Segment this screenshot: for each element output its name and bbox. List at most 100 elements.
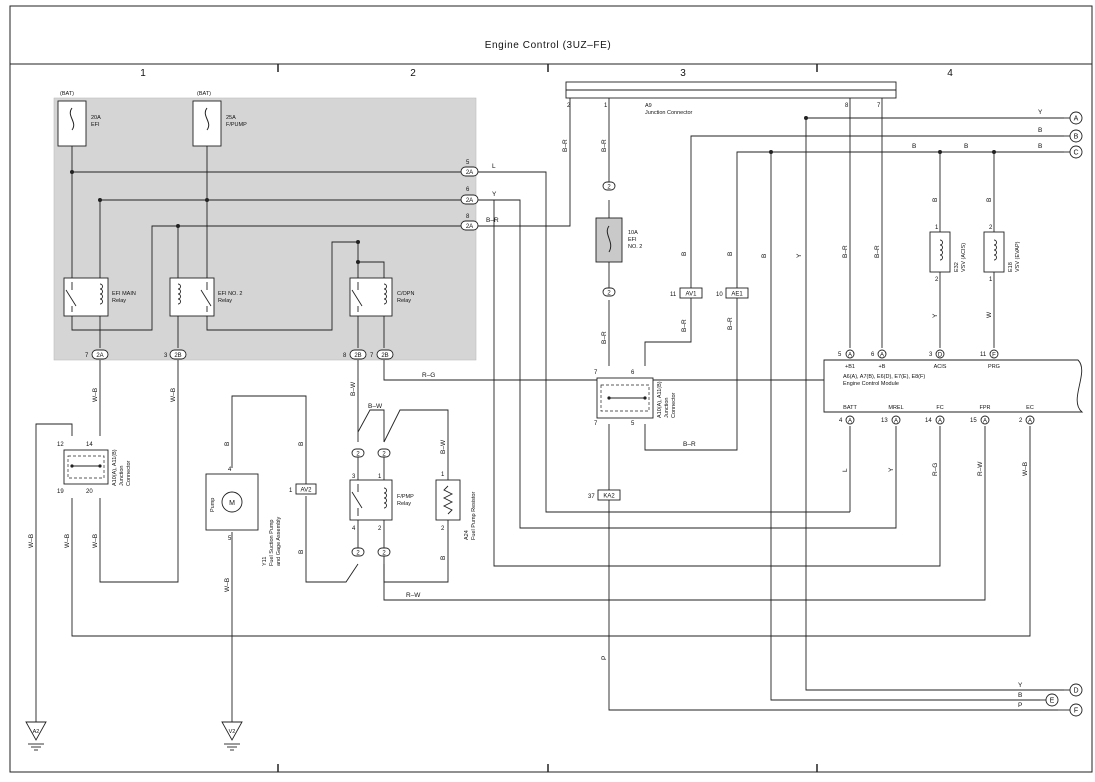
svg-text:11: 11 [670, 292, 677, 298]
svg-text:A10(A), A11(B): A10(A), A11(B) [657, 381, 663, 418]
svg-text:1: 1 [935, 225, 939, 231]
svg-text:A6(A), A7(B), E6(D), E7(E), E8: A6(A), A7(B), E6(D), E7(E), E8(F) [843, 374, 925, 380]
svg-text:5: 5 [631, 421, 635, 427]
svg-text:19: 19 [57, 489, 64, 495]
svg-text:Junction: Junction [119, 466, 125, 487]
svg-text:A2: A2 [33, 729, 40, 735]
svg-text:14: 14 [86, 442, 93, 448]
svg-text:A: A [1074, 116, 1079, 123]
page-title: Engine Control (3UZ–FE) [485, 40, 612, 51]
svg-text:Junction: Junction [664, 398, 670, 419]
svg-text:2B: 2B [381, 353, 388, 359]
wire-color-labels: L Y B–R B–R B–R B–R B–R B–R B–R B B B Y … [28, 109, 1043, 709]
svg-text:Engine Control Module: Engine Control Module [843, 381, 899, 387]
svg-text:Y11: Y11 [262, 557, 268, 566]
svg-text:A: A [880, 352, 884, 358]
svg-text:E: E [1050, 698, 1055, 705]
svg-text:PRG: PRG [988, 364, 1000, 370]
svg-text:B–R: B–R [681, 319, 688, 332]
svg-text:W–B: W–B [92, 534, 99, 548]
svg-text:1: 1 [289, 488, 293, 494]
svg-text:L: L [492, 163, 496, 170]
svg-text:W–B: W–B [64, 534, 71, 548]
efi-no2-relay: EFI NO. 2 Relay [169, 277, 242, 317]
svg-text:Pump: Pump [210, 498, 216, 512]
svg-text:2: 2 [382, 551, 386, 557]
svg-text:B: B [727, 252, 734, 256]
svg-text:2A: 2A [466, 170, 473, 176]
relay-connector-ovals: 2 2 2 2 2 2 [351, 181, 616, 557]
svg-text:B–W: B–W [440, 439, 447, 454]
connector-2a-8: 8 2A [460, 214, 479, 231]
relay-block-shading [53, 97, 477, 361]
svg-text:FPR: FPR [980, 405, 991, 411]
svg-text:B: B [1018, 692, 1022, 699]
svg-text:A: A [983, 418, 987, 424]
connector-av1: 11 AV1 [670, 287, 703, 299]
svg-text:2: 2 [989, 225, 993, 231]
svg-text:D: D [1073, 688, 1078, 695]
svg-text:AE1: AE1 [731, 292, 743, 298]
svg-text:KA2: KA2 [603, 494, 615, 500]
connector-2b-8: 8 2B [343, 349, 367, 360]
efi-no2-fuse: 10A EFI NO. 2 [595, 217, 642, 263]
svg-text:A9: A9 [645, 103, 652, 109]
svg-text:20A: 20A [91, 115, 101, 121]
svg-text:W: W [986, 311, 993, 318]
svg-text:4: 4 [352, 526, 356, 532]
svg-text:4: 4 [839, 418, 843, 424]
svg-text:Y: Y [1018, 682, 1023, 689]
svg-text:B: B [932, 198, 939, 202]
svg-text:1: 1 [989, 277, 993, 283]
svg-text:Junction Connector: Junction Connector [645, 110, 693, 116]
connector-av2: 1 AV2 [289, 483, 317, 495]
svg-text:W–B: W–B [92, 388, 99, 402]
svg-text:Fuel Pump Resistor: Fuel Pump Resistor [471, 492, 477, 540]
svg-text:13: 13 [881, 418, 888, 424]
svg-text:4: 4 [228, 467, 232, 473]
svg-text:Y: Y [796, 253, 803, 258]
svg-text:Relay: Relay [112, 298, 126, 304]
svg-text:M: M [229, 500, 235, 507]
svg-text:B: B [912, 143, 916, 150]
svg-text:B–R: B–R [562, 139, 569, 152]
svg-text:F: F [992, 352, 996, 358]
svg-text:25A: 25A [226, 115, 236, 121]
svg-text:12: 12 [57, 442, 64, 448]
svg-text:C/OPN: C/OPN [397, 291, 414, 297]
svg-text:EFI: EFI [91, 122, 100, 128]
svg-text:B: B [298, 442, 305, 446]
connector-2b-3: 3 2B [164, 349, 187, 360]
svg-text:EFI NO. 2: EFI NO. 2 [218, 291, 242, 297]
svg-text:B: B [681, 252, 688, 256]
efi-fuse: (BAT) 20A EFI [57, 91, 101, 147]
svg-text:2: 2 [356, 452, 360, 458]
svg-text:7: 7 [85, 353, 89, 359]
column-number: 3 [680, 68, 686, 79]
svg-text:VSV (ACIS): VSV (ACIS) [961, 243, 967, 272]
junction-connector-a10-left: 12 14 19 20 A10(A), A11(B) Junction Conn… [57, 442, 132, 495]
column-number: 2 [410, 68, 416, 79]
svg-text:8: 8 [845, 103, 849, 109]
diagram-frame [9, 5, 1093, 773]
svg-text:E18: E18 [1008, 262, 1014, 272]
svg-text:P: P [601, 656, 608, 660]
ground-v2: V2 [221, 721, 243, 751]
svg-text:Relay: Relay [397, 501, 411, 507]
svg-text:2A: 2A [466, 224, 473, 230]
svg-text:A: A [1028, 418, 1032, 424]
svg-text:+B: +B [879, 364, 886, 370]
svg-text:Y: Y [932, 313, 939, 318]
svg-text:FC: FC [936, 405, 943, 411]
f-pmp-relay: 3 1 4 2 F/PMP Relay [349, 474, 414, 532]
svg-text:V2: V2 [229, 729, 236, 735]
svg-text:B–R: B–R [727, 317, 734, 330]
svg-text:11: 11 [980, 352, 987, 358]
svg-text:W–B: W–B [224, 578, 231, 592]
svg-text:EFI: EFI [628, 237, 637, 243]
connector-2a-7: 7 2A [85, 349, 109, 360]
svg-text:2: 2 [607, 291, 611, 297]
fuel-suction-pump: M Pump 4 5 Y11 Fuel Suction Pump and Gag… [205, 467, 282, 566]
column-number: 4 [947, 68, 953, 79]
svg-text:B: B [1038, 143, 1042, 150]
